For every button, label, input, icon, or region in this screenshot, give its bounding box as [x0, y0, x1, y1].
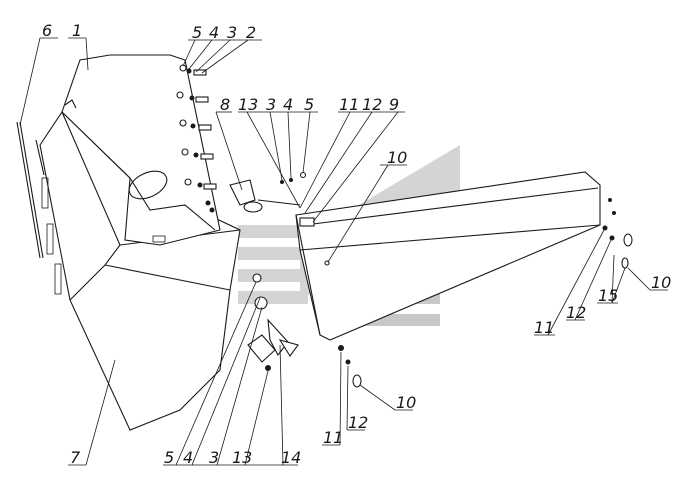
callout-14: 14: [281, 448, 301, 467]
callout-12-mid: 12: [362, 95, 382, 114]
callout-5-bottom: 5: [164, 448, 174, 467]
leader-lines: [19, 37, 668, 466]
callout-6: 6: [42, 21, 52, 40]
callout-11-mid: 11: [339, 95, 359, 114]
callout-11-right: 11: [534, 318, 554, 337]
callout-13-mid: 13: [238, 95, 258, 114]
callout-labels: 6 1 5 4 3 2 8 13 3 4 5 11 12 9 10 10 15 …: [42, 21, 671, 467]
callout-7: 7: [70, 448, 81, 467]
callout-9: 9: [389, 95, 399, 114]
bolt-stack-lower: [338, 345, 362, 388]
rod-part: [16, 121, 44, 259]
upper-cover-panel: [61, 54, 221, 246]
bolt-stack-upper: [176, 64, 217, 213]
bolt-stack-right: [324, 198, 633, 269]
callout-15: 15: [598, 286, 618, 305]
callout-10-bottom: 10: [396, 393, 416, 412]
callout-3-bottom: 3: [209, 448, 219, 467]
callout-4-mid: 4: [283, 95, 293, 114]
long-angle-bar: [295, 171, 601, 341]
callout-11-bottom: 11: [323, 428, 343, 447]
callout-4-top: 4: [209, 23, 219, 42]
callout-12-right: 12: [566, 303, 586, 322]
bracket-part: [229, 171, 307, 213]
callout-3-mid: 3: [266, 95, 276, 114]
callout-3-top: 3: [227, 23, 237, 42]
clamp-assembly: [247, 273, 299, 371]
callout-4-bottom: 4: [183, 448, 193, 467]
callout-5-top: 5: [192, 23, 202, 42]
callout-10-right: 10: [651, 273, 671, 292]
callout-12-bottom: 12: [348, 413, 368, 432]
callout-2-top: 2: [246, 23, 256, 42]
callout-1: 1: [72, 21, 82, 40]
callout-5-mid: 5: [304, 95, 314, 114]
callout-8: 8: [220, 95, 230, 114]
housing-panel: [35, 111, 241, 431]
callout-10-upper: 10: [387, 148, 407, 167]
callout-13-bottom: 13: [232, 448, 252, 467]
